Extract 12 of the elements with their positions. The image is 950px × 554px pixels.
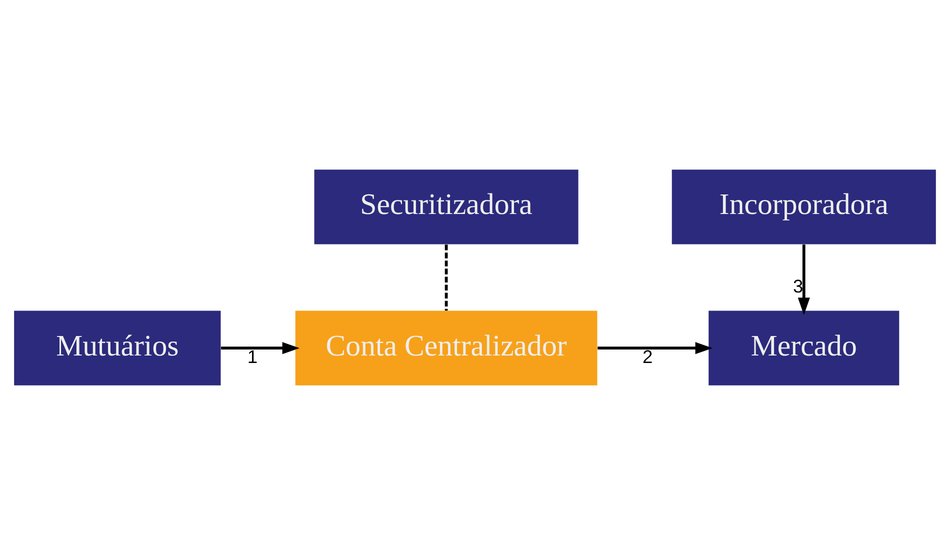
edge-label: 2 — [642, 345, 653, 366]
edge-label: 1 — [247, 345, 258, 366]
node-box: Securitizadora — [314, 169, 578, 244]
node-box: Conta Centralizador — [295, 310, 598, 385]
node-box: Incorporadora — [672, 169, 936, 244]
node-box: Mutuários — [14, 310, 221, 385]
arrow — [221, 342, 300, 354]
arrow — [598, 342, 713, 354]
connector — [444, 244, 448, 310]
node-box: Mercado — [708, 310, 900, 385]
edge-label: 3 — [793, 274, 804, 296]
arrow — [798, 244, 810, 314]
